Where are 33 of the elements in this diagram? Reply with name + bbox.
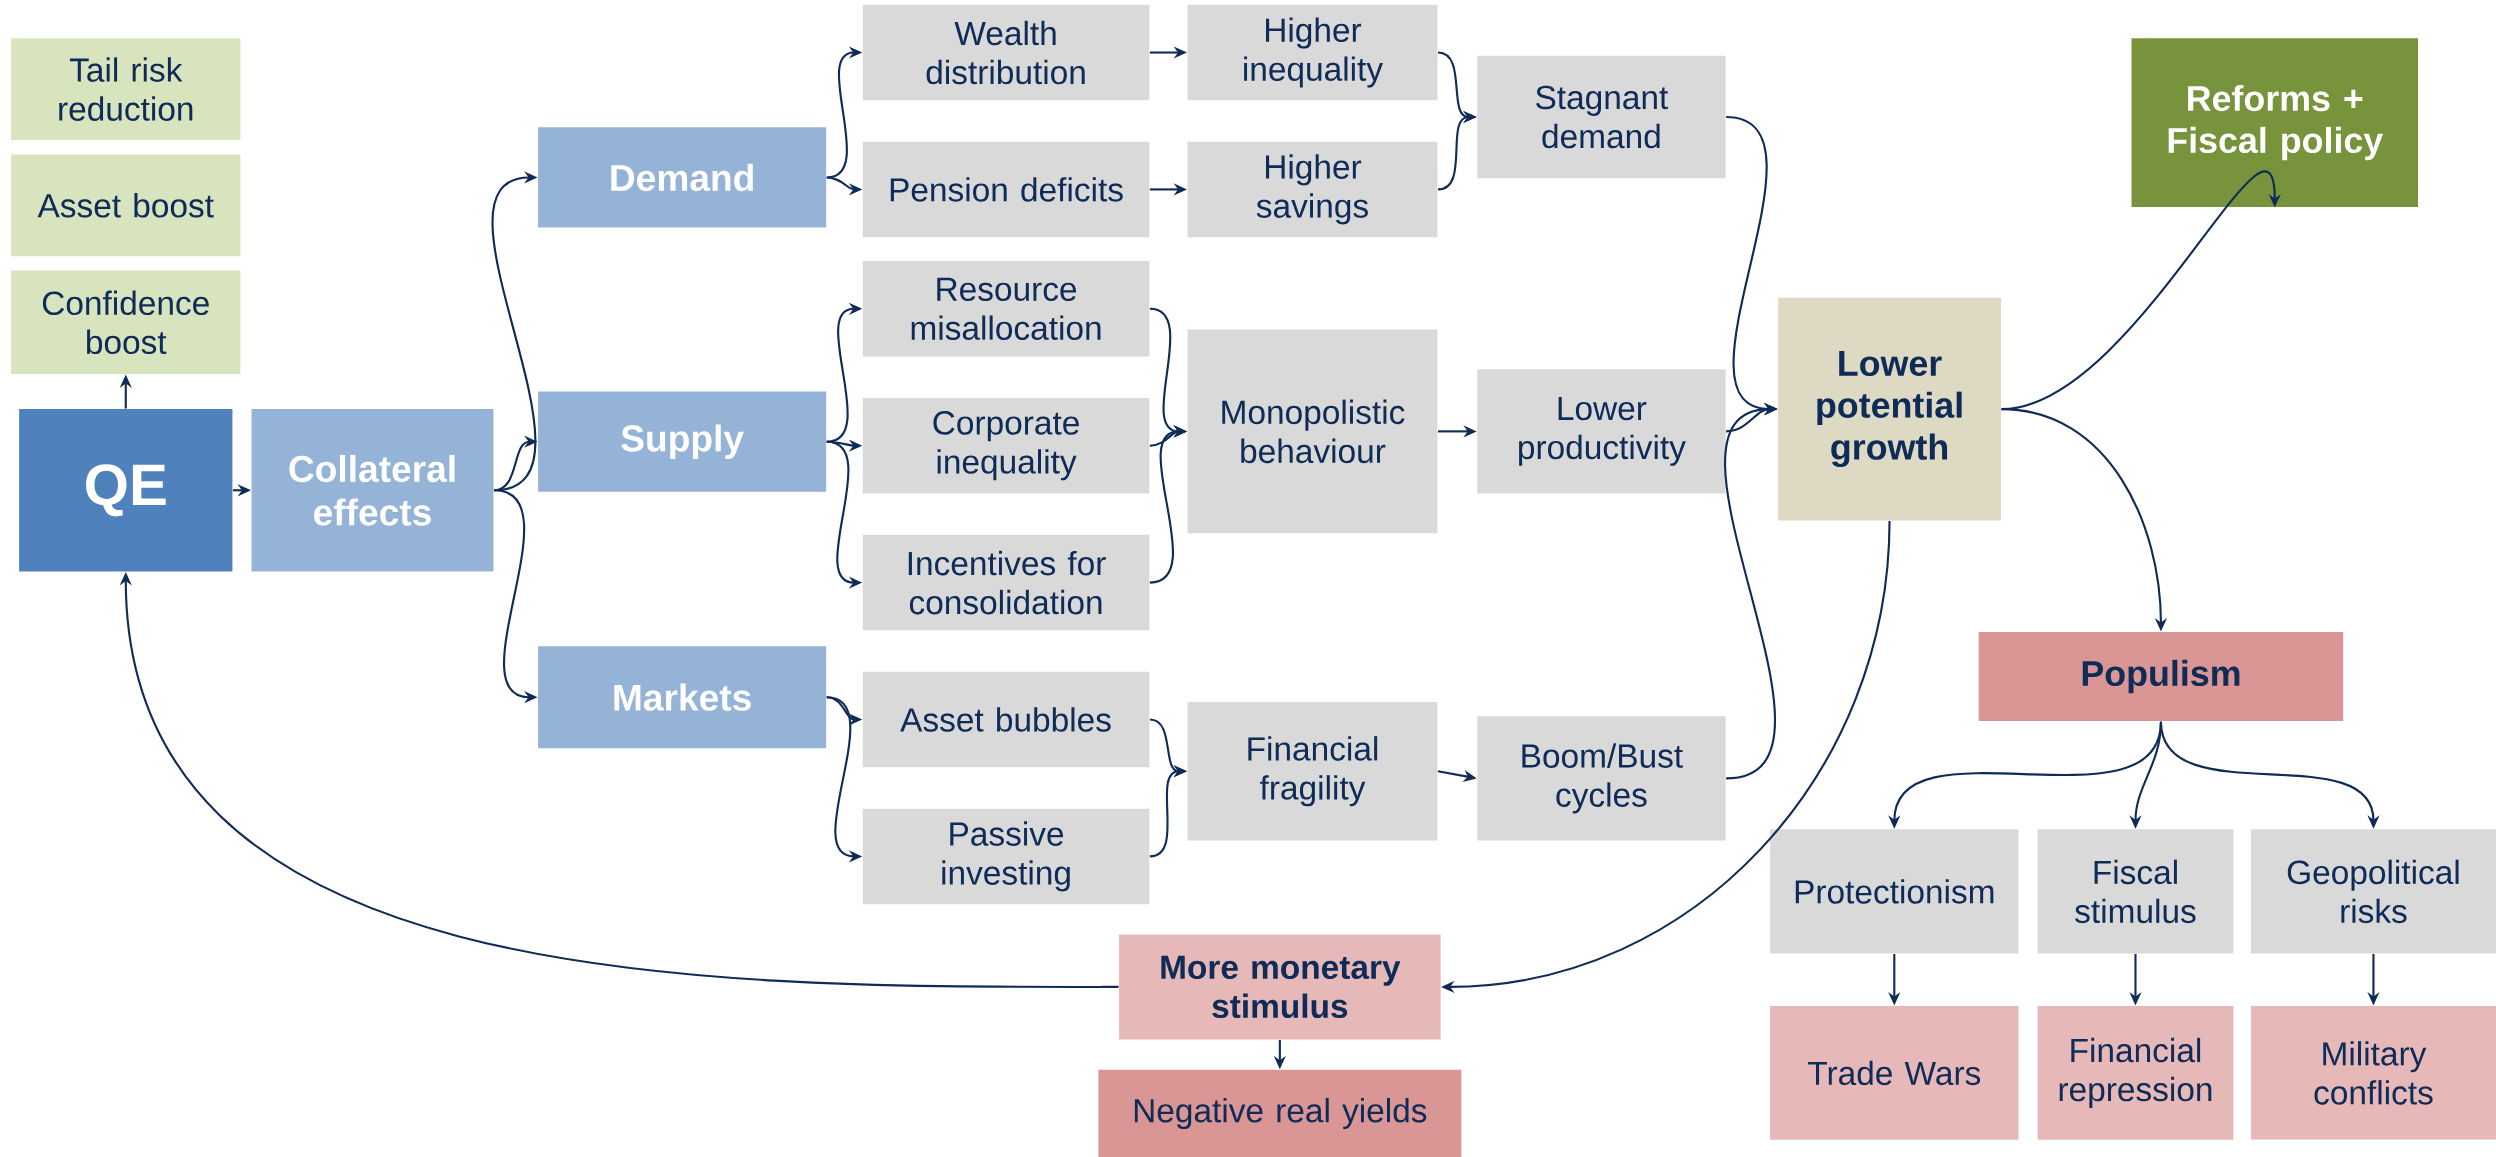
effect-box: Asset boost (11, 154, 241, 257)
process-box: Higher inequality (1187, 4, 1438, 101)
outcome-box: Reforms + Fiscal policy (2131, 38, 2419, 207)
process-box: Passive investing (862, 808, 1150, 905)
consequence-box: Trade Wars (1770, 1005, 2019, 1140)
process-box: Higher savings (1187, 141, 1438, 238)
process-box: Corporate inequality (862, 397, 1150, 494)
policy-box: QE (19, 408, 233, 572)
category-box: Markets (538, 646, 827, 749)
process-box: Resource misallocation (862, 260, 1150, 357)
process-box: Incentives for consolidation (862, 534, 1150, 631)
process-box: Pension deficits (862, 141, 1150, 238)
process-box: Boom/Bust cycles (1477, 716, 1726, 841)
process-box: Monopolistic behaviour (1187, 329, 1438, 534)
consequence-box: Negative real yields (1098, 1069, 1462, 1157)
outcome-box: Lower potential growth (1778, 297, 2001, 521)
process-box: Lower productivity (1477, 369, 1726, 494)
process-box: Stagnant demand (1477, 55, 1726, 179)
process-box: Financial fragility (1187, 701, 1438, 841)
process-box: Asset bubbles (862, 671, 1150, 768)
category-box: Demand (538, 127, 827, 228)
consequence-box: Financial repression (2037, 1005, 2234, 1140)
effect-box: Confidence boost (11, 270, 241, 374)
category-box: Collateral effects (251, 408, 494, 572)
consequence-box: More monetary stimulus (1119, 934, 1441, 1040)
process-box: Protectionism (1770, 829, 2019, 954)
effect-box: Tail risk reduction (11, 38, 241, 140)
process-box: Geopolitical risks (2250, 829, 2496, 954)
process-box: Wealth distribution (862, 4, 1150, 101)
process-box: Fiscal stimulus (2037, 829, 2234, 954)
category-box: Supply (538, 391, 827, 492)
consequence-box: Military conflicts (2250, 1005, 2496, 1140)
outcome-box: Populism (1978, 631, 2344, 721)
